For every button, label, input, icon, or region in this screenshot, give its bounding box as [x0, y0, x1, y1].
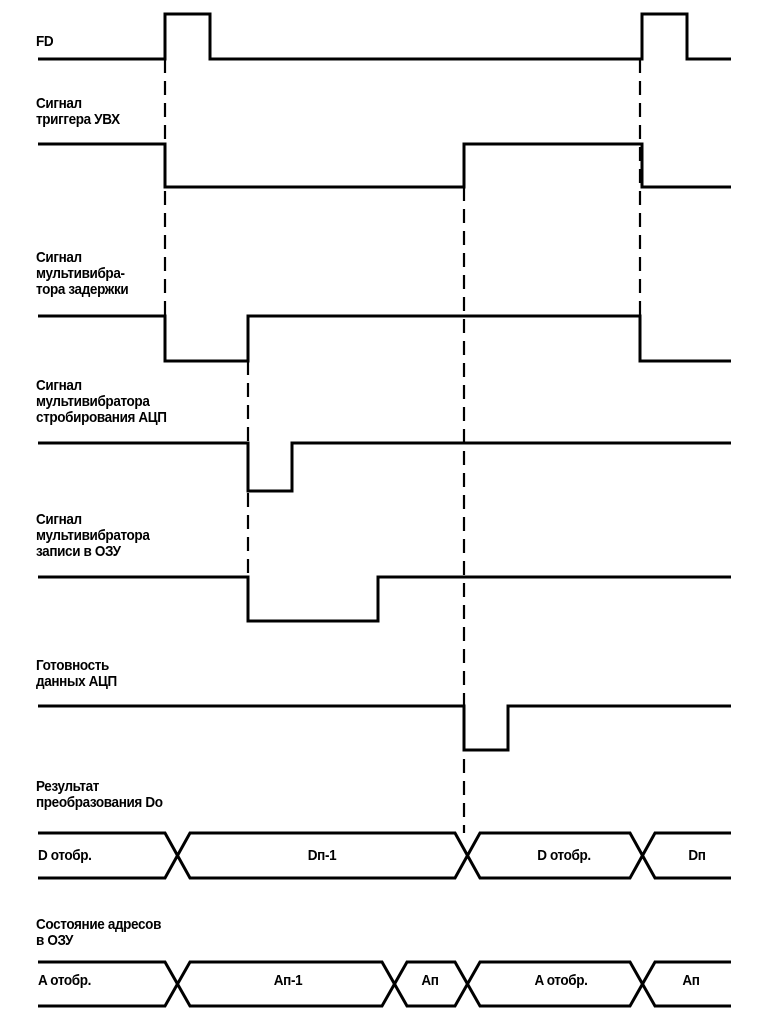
result-segment-label: Dп-1	[307, 847, 337, 864]
ram-write-label-line-2: мультивибратора	[36, 527, 150, 544]
delay-label: Сигнал мультивибра- тора задержки	[36, 249, 129, 298]
ram-write-label-line-1: Сигнал	[36, 511, 82, 528]
address-label-line-1: Состояние адресов	[36, 916, 162, 933]
uvx-trigger-waveform	[38, 142, 731, 189]
adc-ready-waveform	[38, 704, 731, 752]
adc-strobe-label-line-2: мультивибратора	[36, 393, 150, 410]
adc-strobe-waveform	[38, 441, 731, 493]
delay-label-line-1: Сигнал	[36, 249, 82, 266]
address-segment-label: Aп	[682, 972, 700, 989]
address-bus-label: Состояние адресов в ОЗУ	[36, 917, 161, 949]
address-label-line-2: в ОЗУ	[36, 932, 74, 949]
result-segment-label: D отобр.	[537, 847, 591, 864]
address-segment-label: Aп	[421, 972, 439, 989]
address-bus-waveform	[38, 960, 731, 1008]
adc-ready-label-line-2: данных АЦП	[36, 673, 117, 690]
result-label-line-2: преобразования Do	[36, 794, 163, 811]
adc-strobe-label-line-3: стробирования АЦП	[36, 409, 167, 426]
adc-ready-label: Готовность данных АЦП	[36, 658, 117, 690]
result-segment-label: Dп	[688, 847, 706, 864]
address-segment-label: A отобр.	[534, 972, 588, 989]
result-bus-waveform	[38, 831, 731, 880]
address-segment-label: Aп-1	[273, 972, 303, 989]
uvx-label-line-1: Сигнал	[36, 95, 82, 112]
adc-ready-label-line-1: Готовность	[36, 657, 109, 674]
delay-label-line-2: мультивибра-	[36, 265, 125, 282]
fd-label: FD	[36, 33, 54, 50]
delay-waveform	[38, 314, 731, 363]
result-label-line-1: Результат	[36, 778, 100, 795]
address-segment-label: A отобр.	[38, 972, 92, 989]
fd-label-line: FD	[36, 33, 54, 50]
delay-label-line-3: тора задержки	[36, 281, 129, 298]
ram-write-waveform	[38, 575, 731, 623]
fd-waveform	[38, 12, 731, 61]
adc-strobe-label: Сигнал мультивибратора стробирования АЦП	[36, 378, 167, 426]
result-bus-label: Результат преобразования Do	[36, 779, 163, 811]
adc-strobe-label-line-1: Сигнал	[36, 377, 82, 394]
uvx-trigger-label: Сигнал триггера УВХ	[36, 96, 120, 128]
ram-write-label: Сигнал мультивибратора записи в ОЗУ	[36, 511, 150, 560]
uvx-label-line-2: триггера УВХ	[36, 111, 120, 128]
ram-write-label-line-3: записи в ОЗУ	[36, 543, 121, 560]
result-segment-label: D отобр.	[38, 847, 92, 864]
